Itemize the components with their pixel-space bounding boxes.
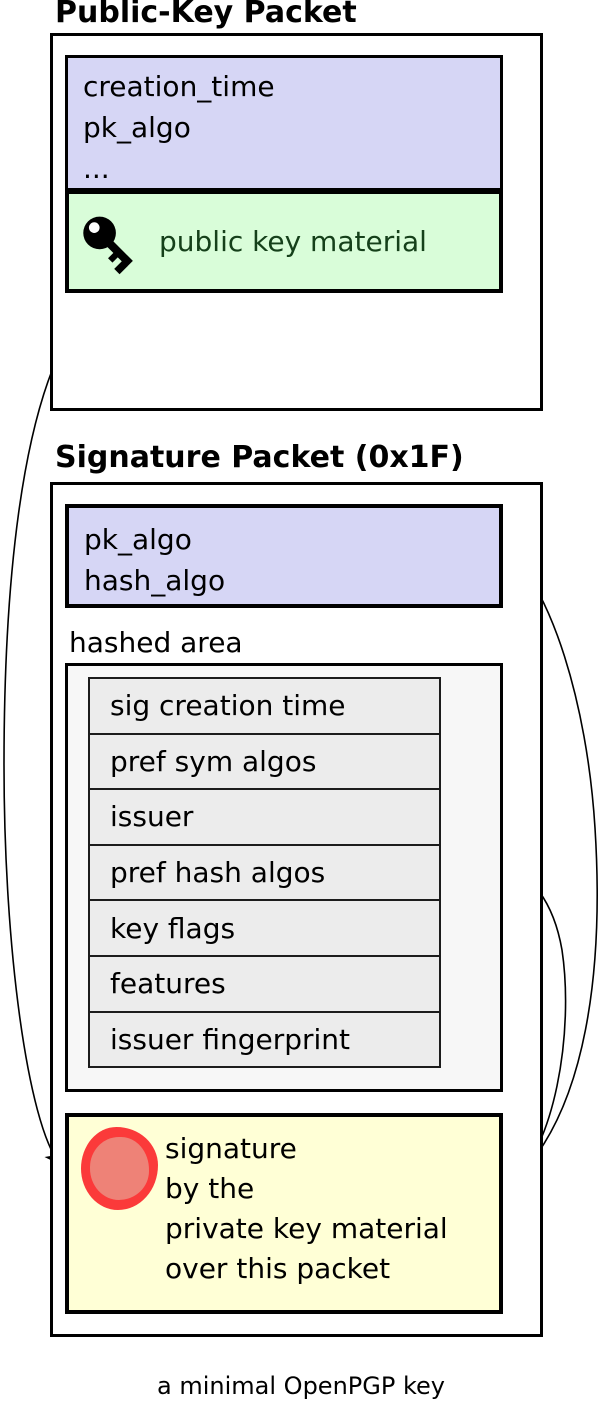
public-key-material-label: public key material (159, 225, 427, 258)
signature-line: private key material (165, 1212, 448, 1245)
public-key-material-box: public key material (65, 190, 503, 293)
field-pk-algo: pk_algo (84, 523, 192, 556)
hashed-area-label: hashed area (69, 626, 243, 659)
subpacket-issuer: issuer (88, 788, 441, 846)
subpacket-features: features (88, 954, 441, 1013)
public-key-header-fields: creation_time pk_algo ... (65, 55, 503, 191)
subpacket-pref-sym-algos: pref sym algos (88, 732, 441, 791)
signature-packet-title: Signature Packet (0x1F) (55, 440, 464, 475)
subpacket-pref-hash-algos: pref hash algos (88, 843, 441, 902)
signature-line: signature (165, 1132, 297, 1165)
seal-icon (81, 1127, 158, 1210)
field-hash-algo: hash_algo (84, 564, 226, 597)
field-creation-time: creation_time (83, 70, 275, 103)
field-pk-algo: pk_algo (83, 111, 191, 144)
subpacket-key-flags: key flags (88, 899, 441, 957)
key-icon (83, 216, 133, 274)
signature-line: by the (165, 1172, 255, 1205)
signature-line: over this packet (165, 1252, 391, 1285)
hashed-area-subpackets: sig creation time pref sym algos issuer … (88, 677, 441, 1069)
signature-header-fields: pk_algo hash_algo (65, 504, 503, 608)
subpacket-issuer-fingerprint: issuer fingerprint (88, 1010, 441, 1069)
seal-icon-inner (90, 1137, 149, 1200)
field-ellipsis: ... (83, 152, 110, 185)
public-key-packet-title: Public-Key Packet (55, 0, 357, 30)
subpacket-sig-creation-time: sig creation time (88, 677, 441, 735)
signature-value-box: signature by the private key material ov… (65, 1113, 503, 1314)
signature-description: signature by the private key material ov… (165, 1129, 448, 1289)
diagram-caption: a minimal OpenPGP key (157, 1372, 445, 1400)
